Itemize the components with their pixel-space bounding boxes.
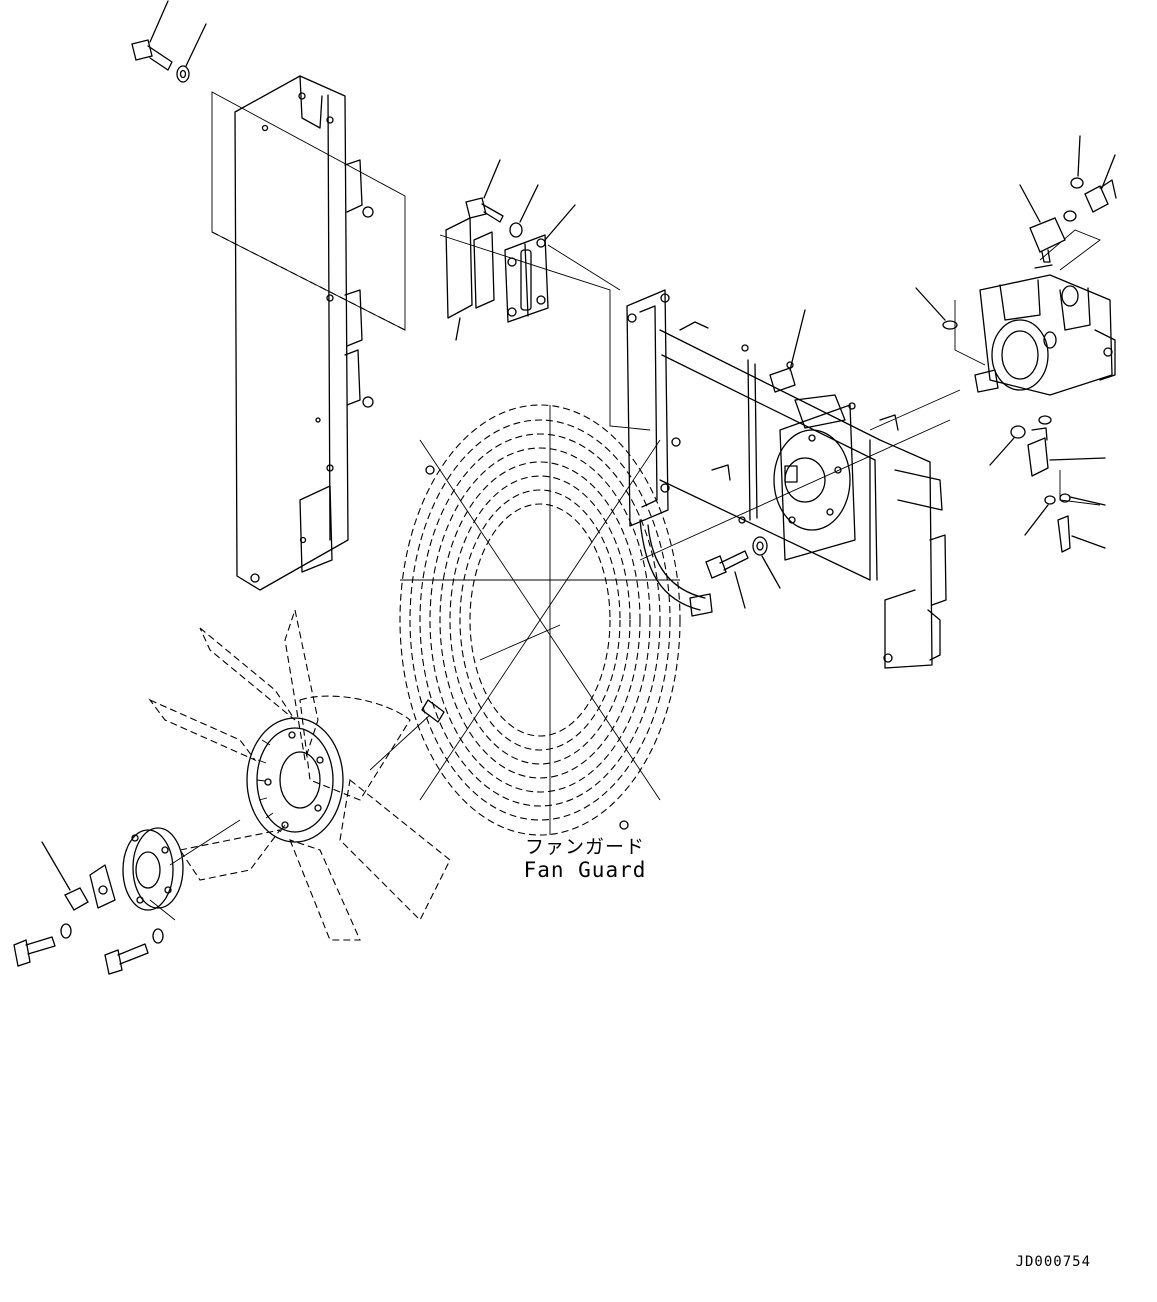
shroud-plate (234, 75, 374, 591)
drawing-id: JD000754 (1015, 1254, 1091, 1270)
washer-top-left (176, 23, 207, 83)
nut (41, 841, 89, 911)
bolt-top-left (131, 0, 173, 71)
fan-pulley (122, 819, 241, 911)
relief-valve (989, 415, 1106, 477)
pressure-sensor (1019, 184, 1066, 269)
hinge (504, 204, 576, 323)
assembly-lines (149, 91, 1101, 921)
fan-guard (369, 404, 681, 836)
cooling-fan (148, 607, 451, 941)
frame-bolt (705, 550, 749, 609)
bracket-tab (89, 864, 116, 909)
frame-washer (752, 536, 781, 589)
hinge-bracket (445, 217, 495, 341)
elbow-fitting (1063, 135, 1117, 222)
fan-guard-label-en: Fan Guard (523, 858, 647, 882)
bolt-bottom-1 (13, 923, 72, 967)
hinge-bolt (465, 159, 539, 238)
plug-fitting (1024, 493, 1106, 553)
fan-guard-frame (626, 289, 947, 669)
fan-guard-label-jp: ファンガード (524, 836, 645, 858)
bolt-bottom-2 (104, 928, 164, 975)
fan-motor (915, 274, 1116, 396)
